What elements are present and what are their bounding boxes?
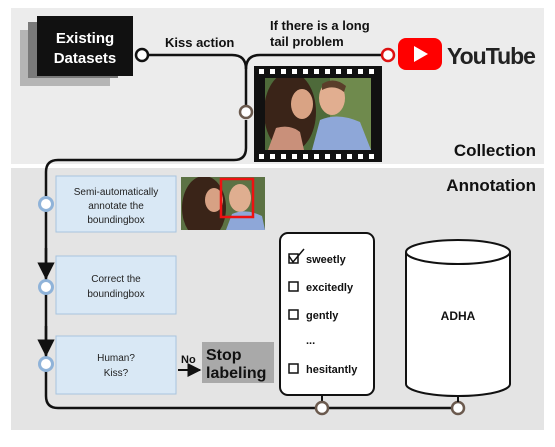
existing-datasets-box: Existing Datasets xyxy=(20,16,133,86)
option-ellipsis: ... xyxy=(306,335,315,347)
annotation-label: Annotation xyxy=(446,176,536,195)
collection-to-annotation-line xyxy=(44,120,248,196)
video-filmstrip xyxy=(254,66,382,162)
adha-database-icon: ADHA xyxy=(405,239,511,397)
step1-line3: boundingbox xyxy=(87,215,144,226)
long-tail-label-line1: If there is a long xyxy=(270,18,370,33)
collection-label: Collection xyxy=(454,141,536,160)
options-output-node xyxy=(314,400,330,416)
stop-label-line1: Stop xyxy=(206,347,242,364)
option-gently: gently xyxy=(288,309,339,322)
step1-node xyxy=(38,196,54,212)
kiss-action-label: Kiss action xyxy=(165,35,234,50)
stop-labeling-box xyxy=(202,342,274,383)
stop-label-line2: labeling xyxy=(206,365,266,382)
option-hesitantly: hesitantly xyxy=(288,363,358,376)
checkbox xyxy=(288,281,299,292)
step-correct-boundingbox: Correct the boundingbox xyxy=(55,255,177,315)
long-tail-line xyxy=(244,53,388,70)
youtube-logo: YouTube xyxy=(398,38,536,70)
kiss-frame-image xyxy=(265,78,371,150)
step2-line1: Correct the xyxy=(91,274,141,285)
database-label: ADHA xyxy=(441,309,476,323)
datasets-output-node xyxy=(134,47,150,63)
step-human-kiss-check: Human? Kiss? xyxy=(55,335,177,395)
database-input-node xyxy=(450,400,466,416)
option-excitedly: excitedly xyxy=(288,281,354,294)
option-sweetly: sweetly xyxy=(288,248,347,266)
step3-line1: Human? xyxy=(97,353,135,364)
option-label: sweetly xyxy=(306,254,347,266)
adverb-options-card: sweetly excitedly gently ... hesitantly xyxy=(279,232,375,396)
existing-datasets-line1: Existing xyxy=(56,30,114,47)
merge-node xyxy=(238,104,254,120)
checkbox xyxy=(288,363,299,374)
checkbox-checked xyxy=(288,253,299,264)
boundingbox-thumbnail xyxy=(181,177,265,230)
checkbox xyxy=(288,309,299,320)
annotation-main-line xyxy=(44,210,458,410)
long-tail-label-line2: tail problem xyxy=(270,34,344,49)
step2-node xyxy=(38,279,54,295)
option-label: excitedly xyxy=(306,282,354,294)
step3-node xyxy=(38,356,54,372)
step1-line1: Semi-automatically xyxy=(74,187,158,198)
youtube-output-node xyxy=(380,47,396,63)
red-bounding-box xyxy=(219,177,255,219)
existing-datasets-line2: Datasets xyxy=(54,50,117,67)
no-label: No xyxy=(181,354,196,366)
option-label: hesitantly xyxy=(306,364,358,376)
step-semi-auto-annotate: Semi-automatically annotate the bounding… xyxy=(55,175,177,233)
youtube-wordmark: YouTube xyxy=(447,43,535,69)
step2-line2: boundingbox xyxy=(87,289,144,300)
option-label: gently xyxy=(306,310,339,322)
step1-line2: annotate the xyxy=(88,201,144,212)
step3-line2: Kiss? xyxy=(104,368,129,379)
check-mark-icon xyxy=(288,248,305,264)
